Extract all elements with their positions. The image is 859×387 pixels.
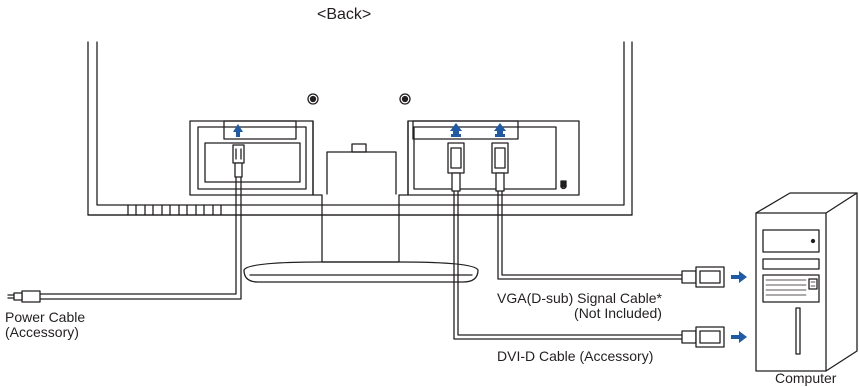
- vga-cable-label-line2: (Not Included): [574, 305, 662, 321]
- dvi-cable: [453, 190, 683, 340]
- port-arrow-vga: [494, 123, 506, 137]
- vga-cable-label-line1: VGA(D-sub) Signal Cable*: [497, 290, 662, 306]
- vga-connector-monitor: [491, 142, 509, 192]
- screw-left: [307, 93, 319, 105]
- vent-ridges: [127, 204, 222, 216]
- computer-tower: [755, 192, 858, 372]
- power-cable: [39, 176, 242, 300]
- vga-connector-pc: [681, 266, 725, 288]
- monitor-back-inner: [96, 41, 625, 206]
- arrow-to-pc-dvi: [731, 331, 747, 343]
- dvi-connector-pc: [681, 326, 725, 348]
- stand-base: [243, 261, 479, 283]
- vga-cable-label: VGA(D-sub) Signal Cable* (Not Included): [497, 291, 662, 321]
- port-arrow-dvi: [450, 123, 462, 137]
- power-port-panel: [189, 120, 314, 196]
- view-label: <Back>: [317, 6, 372, 23]
- computer-label: Computer: [775, 370, 837, 386]
- stand-neck-inner: [326, 151, 397, 195]
- arrow-to-pc-vga: [731, 271, 747, 283]
- power-plug-end: [7, 290, 41, 303]
- dvi-connector-monitor: [447, 142, 465, 192]
- dvi-cable-label: DVI-D Cable (Accessory): [497, 348, 654, 364]
- screw-right: [399, 93, 411, 105]
- power-cable-label-line1: Power Cable: [5, 309, 86, 325]
- power-cable-label-line2: (Accessory): [5, 324, 79, 340]
- port-arrow-power: [233, 124, 243, 137]
- power-plug-monitor: [232, 144, 245, 178]
- vga-cable: [497, 190, 683, 280]
- power-cable-label: Power Cable (Accessory): [5, 310, 85, 340]
